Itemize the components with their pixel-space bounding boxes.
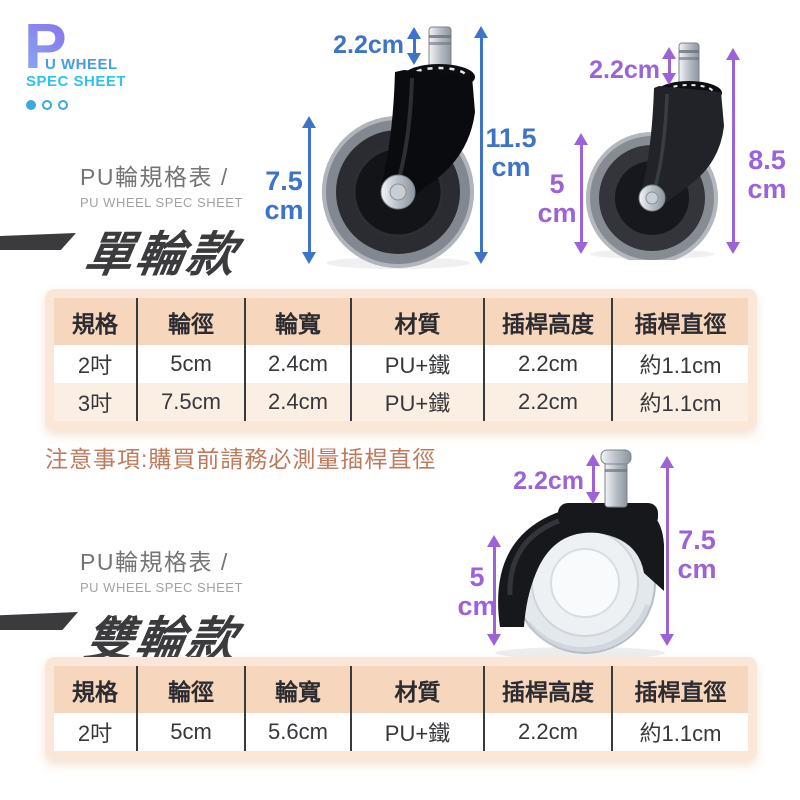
section-accent-bar (0, 233, 76, 250)
table-cell: PU+鐵 (352, 713, 485, 751)
section-title-zh: PU輪規格表 / (80, 164, 229, 190)
twin-wheel-spec-table: 規格 輪徑 輪寬 材質 插桿高度 插桿直徑 2吋 5cm 5.6cm PU+鐵 … (45, 657, 757, 760)
dimension-arrow-icon (661, 47, 677, 85)
logo-p-letter: P (24, 10, 67, 82)
section-single-wheel-header: PU輪規格表 / PU WHEEL SPEC SHEET 單輪款 (80, 158, 243, 285)
table-cell: 2吋 (54, 713, 138, 751)
dim-label-stem-height: 2.2cm (589, 56, 660, 84)
table-cell: PU+鐵 (352, 383, 485, 421)
caster-photo-twin-2inch (495, 449, 665, 659)
col-header: 規格 (54, 666, 138, 713)
table-cell: 2.2cm (485, 713, 613, 751)
col-header: 插桿直徑 (613, 298, 748, 345)
carousel-dots-icon (26, 100, 68, 110)
dimension-arrow-icon (573, 133, 589, 254)
dimension-arrow-icon (486, 535, 502, 646)
col-header: 材質 (352, 666, 485, 713)
single-wheel-spec-table: 規格 輪徑 輪寬 材質 插桿高度 插桿直徑 2吋 5cm 2.4cm PU+鐵 … (45, 289, 757, 430)
table-cell: 2.4cm (246, 383, 352, 421)
dimension-arrow-icon (659, 456, 675, 646)
col-header: 材質 (352, 298, 485, 345)
dimension-arrow-icon (585, 454, 601, 504)
section-name-single: 單輪款 (80, 229, 243, 282)
dot-icon (58, 100, 68, 110)
table-cell: 5cm (138, 713, 246, 751)
caster-photo-single-3inch (322, 26, 475, 269)
dim-label-stem-height: 2.2cm (513, 467, 584, 495)
table-cell: 2.4cm (246, 345, 352, 383)
dimension-arrow-icon (473, 26, 489, 264)
logo-line2: SPEC SHEET (26, 73, 127, 90)
dot-active-icon (26, 100, 36, 110)
col-header: 規格 (54, 298, 138, 345)
col-header: 輪徑 (138, 666, 246, 713)
table-cell: 約1.1cm (613, 713, 748, 751)
col-header: 插桿直徑 (613, 666, 748, 713)
table-cell: 2.2cm (485, 383, 613, 421)
dim-label-stem-height: 2.2cm (333, 31, 404, 59)
dimension-arrow-icon (725, 48, 741, 254)
table-cell: 5cm (138, 345, 246, 383)
table-cell: PU+鐵 (352, 345, 485, 383)
table-cell: 約1.1cm (613, 383, 748, 421)
dimension-arrow-icon (406, 27, 422, 65)
purchase-note: 注意事項:購買前請務必測量插桿直徑 (45, 446, 437, 472)
col-header: 插桿高度 (485, 298, 613, 345)
logo-line1: U WHEEL (45, 56, 118, 73)
table-cell: 3吋 (54, 383, 138, 421)
table-cell: 7.5cm (138, 383, 246, 421)
col-header: 輪寬 (246, 298, 352, 345)
dimension-arrow-icon (301, 116, 317, 264)
table-cell: 約1.1cm (613, 345, 748, 383)
col-header: 插桿高度 (485, 666, 613, 713)
section-title-en: PU WHEEL SPEC SHEET (80, 195, 243, 210)
caster-photo-single-2inch (586, 42, 724, 260)
table-cell: 2.2cm (485, 345, 613, 383)
section-accent-bar (0, 612, 78, 630)
section-title-zh: PU輪規格表 / (80, 549, 229, 575)
section-twin-wheel-header: PU輪規格表 / PU WHEEL SPEC SHEET 雙輪款 (80, 543, 243, 670)
table-cell: 2吋 (54, 345, 138, 383)
col-header: 輪徑 (138, 298, 246, 345)
table-cell: 5.6cm (246, 713, 352, 751)
dot-icon (42, 100, 52, 110)
section-title-en: PU WHEEL SPEC SHEET (80, 580, 243, 595)
col-header: 輪寬 (246, 666, 352, 713)
